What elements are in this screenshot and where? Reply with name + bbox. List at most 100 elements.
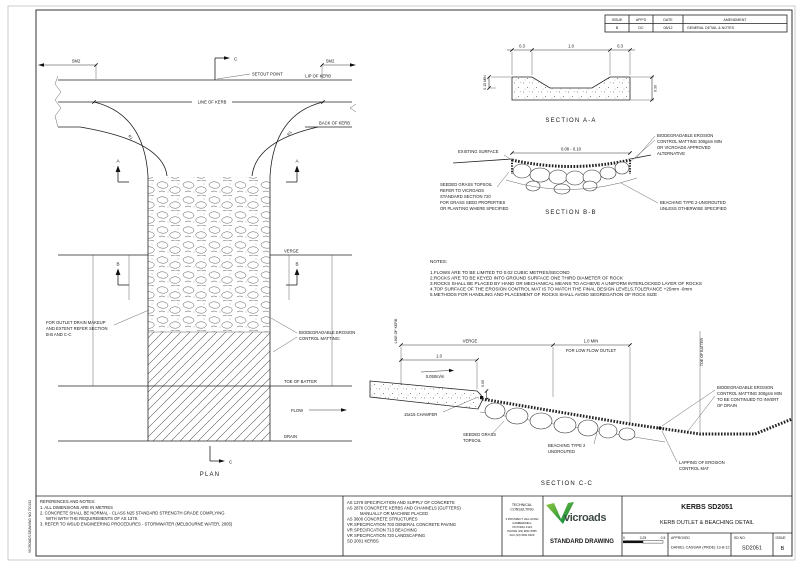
cc-lap-marker — [658, 426, 662, 430]
spec-line-1: AS 1379 SPECIFICATION AND SUPPLY OF CONC… — [347, 500, 455, 505]
references-block: REFERENCES AND NOTES: 1. ALL DIMENSIONS … — [40, 499, 233, 527]
rock-chute-area — [148, 177, 270, 332]
plan-drain-label: DRAIN — [284, 434, 297, 439]
cc-lapping-1: LAPPING OF EROSION — [679, 460, 725, 465]
cc-kerb-concrete — [369, 380, 484, 410]
bb-matting-note-1: BIODEGRADABLE EROSION — [657, 133, 713, 138]
plan-toe-of-batter-label: TOE OF BATTER — [284, 379, 317, 384]
references-line-1: 1. ALL DIMENSIONS ARE IN METRES — [40, 505, 113, 510]
section-aa-concrete — [511, 76, 631, 101]
notes-block: NOTES: 1.FLOWS ARE TO BE LIMITED TO 0.02… — [430, 259, 702, 297]
bb-existing-surface: EXISTING SURFACE — [458, 149, 499, 154]
rev-entry-issue: B — [616, 26, 619, 30]
plan-radius-right: R1 — [287, 130, 293, 136]
cc-erosion-mat — [481, 397, 793, 436]
cc-seeded-grass-2: TOPSOIL — [463, 438, 482, 443]
references-line-3: WITH WITH THE REQUIREMENTS OF AS 1379. — [46, 516, 138, 521]
bb-depth-range: 0.08 - 0.10 — [561, 147, 582, 152]
aa-dim-right: 0.3 — [617, 44, 623, 49]
flow-arrow — [341, 408, 347, 412]
plan-verge-label: VERGE — [284, 249, 299, 254]
notes-item-4: 4.TOP SURFACE OF THE EROSION CONTROL MAT… — [430, 287, 692, 292]
rev-entry-appd: DC — [638, 26, 644, 30]
cc-dim-step: 0.05 — [481, 380, 485, 387]
cc-matting-note-3: TO BE CONTINUED TO INVERT — [717, 397, 779, 402]
sd-no-label: SD NO. — [734, 536, 746, 540]
plan-title: PLAN — [200, 472, 220, 478]
cc-matting-note-4: OF DRAIN — [717, 403, 737, 408]
spec-line-3: MANUALLY OR MACHINE PLACED — [360, 511, 428, 516]
rev-col-date: DATE — [663, 18, 673, 22]
plan-line-of-kerb-label: LINE OF KERB — [198, 100, 227, 105]
plan-matting-note-1: BIODEGRADABLE EROSION — [299, 330, 355, 335]
cc-line-of-kerb: LINE OF KERB — [394, 318, 398, 343]
aa-dim-height-left: 0.15 MIN — [483, 75, 487, 90]
sd-no-value: SD2051 — [742, 546, 762, 552]
scale-bar-filled — [623, 540, 643, 544]
section-aa-title: SECTION A-A — [545, 118, 596, 124]
rev-entry-amendment: GENERAL DETAIL & NOTES — [687, 26, 735, 30]
plan-marker-a-left: A — [116, 159, 120, 164]
standard-drawing-label: STANDARD DRAWING — [550, 539, 614, 545]
footer: REFERENCES AND NOTES: 1. ALL DIMENSIONS … — [36, 495, 792, 556]
plan-marker-c-top: C — [234, 57, 238, 62]
plan-lip-of-kerb-label: LIP OF KERB — [305, 74, 331, 79]
cc-verge-label: VERGE — [463, 339, 478, 344]
spec-line-8: SD 2001 KERBS — [347, 539, 379, 544]
section-cc: LINE OF KERB VERGE 1.0 MIN FOR LOW FLOW … — [369, 318, 793, 487]
consultant-box: TECHNICAL CONSULTING 3 PROSPECT HILL ROA… — [505, 503, 538, 537]
cc-toe-of-batter: TOE OF BATTER — [700, 337, 704, 366]
rev-col-amendment: AMENDMENT — [723, 18, 747, 22]
notes-item-3: 3.ROCKS SHALL BE PLACED BY HAND OR MECHA… — [430, 281, 702, 286]
plan-outlet-note-3: B-B AND C-C — [46, 332, 71, 337]
bb-topsoil-note-3: STANDARD SECTION 720 — [440, 194, 491, 199]
kerb-curve-right-inner — [251, 126, 319, 177]
cc-beaching-1: BEACHING TYPE 2 — [548, 443, 586, 448]
bb-matting-note-2: CONTROL MATTING 300gsm MIN — [657, 139, 722, 144]
section-c-arrow-top — [224, 56, 230, 60]
specifications-block: AS 1379 SPECIFICATION AND SUPPLY OF CONC… — [347, 500, 461, 544]
sheet-side-label: VICROADS DRAWING NO 720152 — [28, 500, 32, 553]
references-line-4: 3. REFER TO WSUD ENGINEERING PROCEDURES … — [40, 522, 233, 527]
references-title: REFERENCES AND NOTES: — [40, 499, 95, 504]
cc-matting-note-2: CONTROL MATTING 300gsm MIN — [717, 391, 782, 396]
bb-topsoil-note-4: FOR GRASS SEED PROPERTIES — [440, 200, 506, 205]
bb-topsoil-note-5: OR PLANTING WHERE SPECIFIED — [440, 206, 508, 211]
notes-title: NOTES: — [430, 259, 447, 264]
notes-item-5: 5.METHODS FOR HANDLING AND PLACEMENT OF … — [430, 292, 657, 297]
matting-hatch-area — [148, 332, 270, 441]
rev-col-appd: APP'D — [636, 18, 647, 22]
scale-zero: 0 — [623, 536, 625, 540]
cc-beaching-2: UNGROUTED — [548, 449, 575, 454]
vicroads-logo-icon — [546, 502, 574, 524]
plan-radius-left: R1 — [127, 134, 133, 140]
kerb-curve-left-outer — [93, 101, 149, 177]
plan-flow-label: FLOW — [291, 408, 303, 413]
drawing-series: KERBS SD2051 — [681, 504, 733, 511]
cc-matting-note-1: BIODEGRADABLE EROSION — [717, 385, 773, 390]
spec-line-4: AS 3600 CONCRETE STRUCTURES — [347, 517, 418, 522]
section-bb-title: SECTION B-B — [545, 210, 597, 216]
plan-marker-a-right: A — [295, 159, 299, 164]
section-bb: EXISTING SURFACE 0.08 - 0.10 SEEDED GRAS… — [440, 133, 726, 216]
plan-setout-point-label: SETOUT POINT — [252, 72, 283, 77]
aa-dim-left: 0.3 — [519, 44, 525, 49]
plan-marker-b-left: B — [116, 262, 119, 267]
consultant-address-2: CAMBERWELL — [512, 521, 532, 525]
plan-outlet-note-2: AND EXTENT REFER SECTION — [46, 326, 108, 331]
plan-sm2-right: SM2 — [326, 59, 335, 64]
aa-dim-mid: 1.0 — [568, 44, 574, 49]
consultant-line-1: TECHNICAL — [512, 503, 532, 507]
plan-outlet-note-1: FOR OUTLET DRAIN MAKEUP — [46, 320, 106, 325]
references-line-2: 2. CONCRETE SHALL BE NORMAL - CLASS N25 … — [40, 511, 225, 516]
spec-line-5: VR SPECIFICATION 703 GENERAL CONCRETE PA… — [347, 522, 456, 527]
scale-bar-empty — [642, 540, 664, 544]
plan-sm2-left: SM2 — [72, 59, 81, 64]
approved-label: APPROVED — [671, 536, 690, 540]
notes-item-2: 2.ROCKS ARE TO BE KEYED INTO GROUND SURF… — [430, 276, 624, 281]
spec-line-2: AS 2876 CONCRETE KERBS AND CHANNELS (GUT… — [347, 506, 461, 511]
plan-marker-b-right: B — [295, 262, 298, 267]
consultant-address-3: VICTORIA 3124 — [512, 525, 532, 529]
